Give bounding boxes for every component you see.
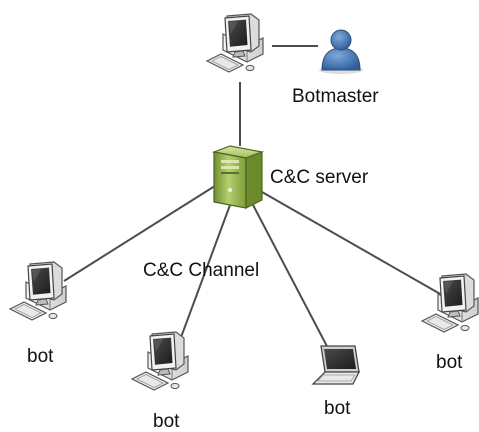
cc-channel-label: C&C Channel xyxy=(143,260,260,281)
link-server-to-bot-4 xyxy=(261,191,443,296)
botmaster-user-icon xyxy=(319,29,363,74)
bot-1-computer-icon xyxy=(9,261,67,321)
bot-2-label: bot xyxy=(153,411,180,432)
connection-lines xyxy=(63,45,443,353)
bot-2-computer-icon xyxy=(131,331,189,391)
bot-4-computer-icon xyxy=(421,273,479,333)
server-icon xyxy=(211,145,265,209)
botmaster-label: Botmaster xyxy=(292,86,379,107)
bot-3-laptop-icon xyxy=(312,345,360,385)
bot-3-label: bot xyxy=(324,398,351,419)
botmaster-computer-icon xyxy=(206,13,264,73)
bot-4-label: bot xyxy=(436,352,463,373)
link-server-to-bot-1 xyxy=(63,183,219,282)
link-server-to-bot-2 xyxy=(179,204,231,341)
cc-server-label: C&C server xyxy=(270,167,369,188)
link-server-to-bot-3 xyxy=(251,202,331,353)
bot-1-label: bot xyxy=(27,346,54,367)
